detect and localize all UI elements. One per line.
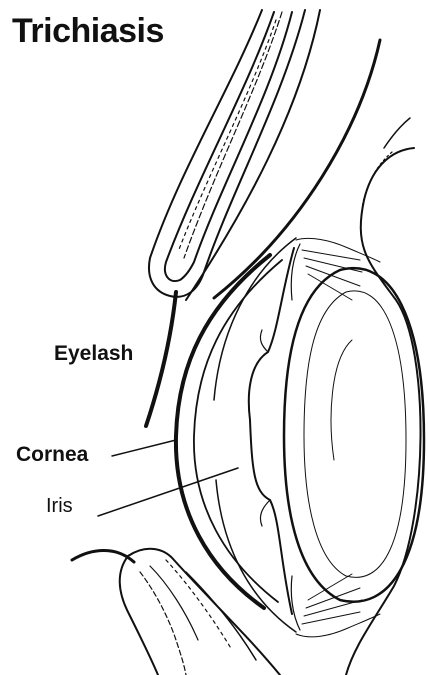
cornea-leader-line xyxy=(112,440,176,456)
lens xyxy=(284,268,424,602)
iris-label: Iris xyxy=(46,496,73,516)
iris xyxy=(249,244,300,630)
figure-title: Trichiasis xyxy=(12,14,164,48)
cornea-label: Cornea xyxy=(16,444,88,465)
sclera xyxy=(214,148,421,675)
lower-eyelid xyxy=(120,549,280,675)
eyelash-label: Eyelash xyxy=(54,343,133,364)
cornea xyxy=(176,255,282,608)
upper-eyelid xyxy=(149,10,410,300)
eyelash-hair xyxy=(146,292,176,426)
